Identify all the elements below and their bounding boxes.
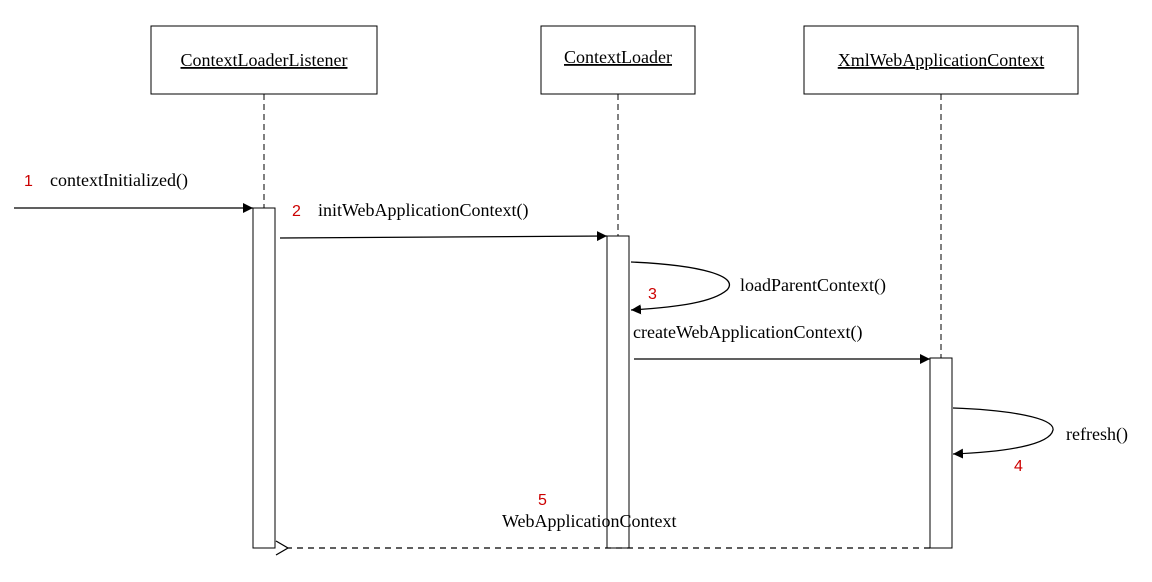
- message-refresh: refresh() 4: [952, 407, 1128, 475]
- message-label: loadParentContext(): [740, 275, 886, 296]
- step-number: 5: [538, 492, 547, 509]
- participant-context-loader-listener: ContextLoaderListener: [150, 25, 378, 549]
- message-label: WebApplicationContext: [502, 511, 677, 531]
- message-load-parent-context: 3 loadParentContext(): [630, 261, 886, 315]
- participant-title: ContextLoaderListener: [181, 50, 348, 70]
- participant-box: [540, 25, 696, 95]
- participant-title: ContextLoader: [564, 47, 672, 67]
- step-number: 3: [648, 286, 657, 303]
- participant-context-loader: ContextLoader: [540, 25, 696, 549]
- message-context-initialized: 1 contextInitialized(): [14, 170, 253, 213]
- activation-bar: [252, 207, 276, 549]
- message-label: contextInitialized(): [50, 170, 188, 191]
- message-label: createWebApplicationContext(): [633, 322, 862, 343]
- step-number: 4: [1014, 458, 1023, 475]
- self-call-arrow: [952, 407, 1054, 459]
- message-web-application-context-return: 5 WebApplicationContext: [288, 492, 930, 548]
- step-number: 1: [24, 173, 33, 190]
- participant-xml-web-application-context: XmlWebApplicationContext: [803, 25, 1079, 549]
- message-init-web-application-context: 2 initWebApplicationContext(): [279, 200, 608, 242]
- participant-box: [150, 25, 378, 95]
- message-label: refresh(): [1066, 424, 1128, 445]
- step-number: 2: [292, 203, 301, 220]
- message-label: initWebApplicationContext(): [318, 200, 529, 221]
- activation-bar: [606, 235, 630, 549]
- activation-bar: [929, 357, 953, 549]
- message-create-web-application-context: createWebApplicationContext(): [633, 322, 930, 364]
- self-call-arrow: [630, 261, 730, 315]
- message-arrow: [279, 231, 608, 242]
- participant-title: XmlWebApplicationContext: [838, 50, 1045, 70]
